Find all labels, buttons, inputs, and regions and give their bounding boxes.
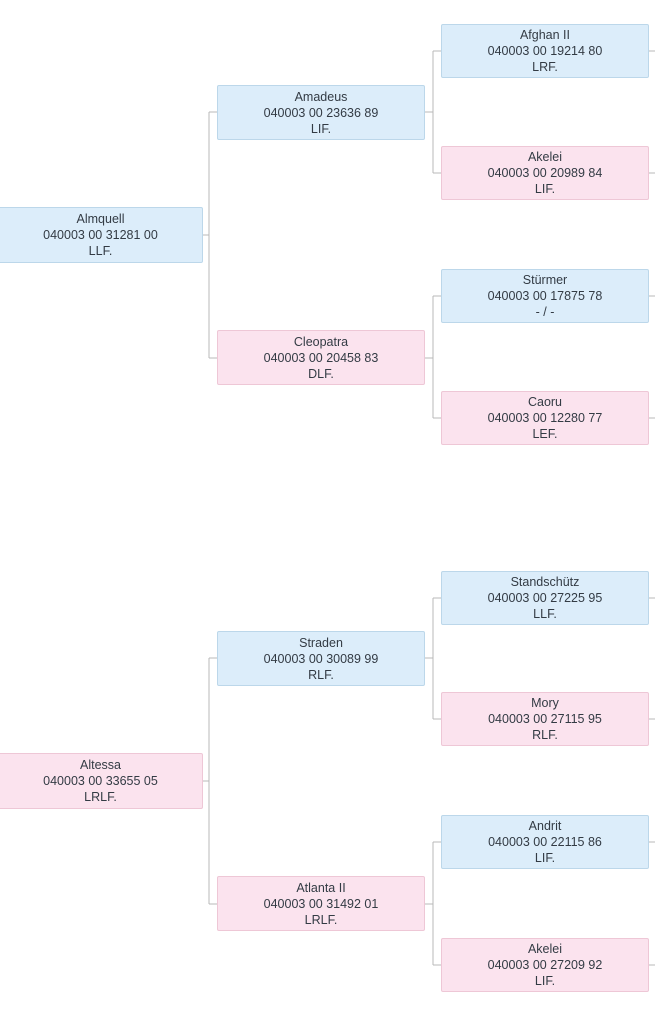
animal-id: 040003 00 20989 84: [487, 166, 603, 180]
grandsire-node[interactable]: Stürmer 040003 00 17875 78 - / -: [441, 269, 649, 323]
animal-id: 040003 00 30089 99: [263, 651, 379, 666]
animal-code: LRLF.: [84, 790, 117, 804]
sire-node[interactable]: Amadeus 040003 00 23636 89 LIF.: [217, 85, 425, 140]
animal-name: Altessa: [80, 758, 121, 772]
subject-node[interactable]: Almquell 040003 00 31281 00 LLF.: [0, 207, 203, 263]
animal-code: - / -: [535, 305, 555, 319]
granddam-node[interactable]: Caoru 040003 00 12280 77 LEF.: [441, 391, 649, 445]
sire-node[interactable]: Straden 040003 00 30089 99 RLF.: [217, 631, 425, 686]
animal-id: 040003 00 31492 01: [263, 896, 379, 911]
animal-code: RLF.: [532, 728, 558, 742]
animal-id: 040003 00 12280 77: [487, 411, 603, 425]
animal-name: Standschütz: [510, 575, 580, 589]
animal-code: LRF.: [532, 60, 558, 74]
connector: [203, 657, 217, 905]
animal-code: LEF.: [532, 427, 558, 441]
animal-id: 040003 00 17875 78: [487, 289, 603, 303]
animal-id: 040003 00 27225 95: [487, 591, 603, 605]
animal-name: Afghan II: [519, 28, 571, 42]
connector: [425, 50, 441, 174]
animal-id: 040003 00 27209 92: [487, 958, 603, 972]
grandsire-node[interactable]: Standschütz 040003 00 27225 95 LLF.: [441, 571, 649, 625]
animal-name: Mory: [531, 696, 559, 710]
animal-code: LIF.: [310, 121, 332, 136]
grandsire-node[interactable]: Afghan II 040003 00 19214 80 LRF.: [441, 24, 649, 78]
dam-node[interactable]: Atlanta II 040003 00 31492 01 LRLF.: [217, 876, 425, 931]
animal-name: Akelei: [527, 150, 563, 164]
animal-id: 040003 00 22115 86: [488, 835, 602, 849]
animal-code: LIF.: [534, 974, 556, 988]
animal-id: 040003 00 27115 95: [488, 712, 602, 726]
animal-name: Almquell: [76, 212, 125, 226]
connector: [425, 295, 441, 419]
animal-name: Akelei: [527, 942, 563, 956]
animal-name: Andrit: [528, 819, 562, 833]
animal-code: LLF.: [88, 244, 113, 258]
animal-code: LLF.: [533, 607, 557, 621]
animal-id: 040003 00 31281 00: [43, 228, 158, 242]
granddam-node[interactable]: Akelei 040003 00 20989 84 LIF.: [441, 146, 649, 200]
connector: [425, 597, 441, 720]
animal-code: RLF.: [308, 667, 334, 682]
animal-id: 040003 00 20458 83: [263, 350, 379, 365]
animal-code: LRLF.: [304, 912, 338, 927]
connector: [649, 597, 655, 966]
connector: [203, 111, 217, 359]
animal-code: DLF.: [308, 366, 334, 381]
animal-name: Cleopatra: [293, 334, 349, 349]
animal-name: Atlanta II: [296, 880, 346, 895]
animal-name: Stürmer: [522, 273, 568, 287]
granddam-node[interactable]: Mory 040003 00 27115 95 RLF.: [441, 692, 649, 746]
connector: [649, 50, 655, 419]
animal-name: Caoru: [527, 395, 563, 409]
subject-node[interactable]: Altessa 040003 00 33655 05 LRLF.: [0, 753, 203, 809]
animal-name: Straden: [299, 635, 343, 650]
dam-node[interactable]: Cleopatra 040003 00 20458 83 DLF.: [217, 330, 425, 385]
grandsire-node[interactable]: Andrit 040003 00 22115 86 LIF.: [441, 815, 649, 869]
animal-name: Amadeus: [294, 89, 348, 104]
animal-id: 040003 00 23636 89: [263, 105, 379, 120]
connector: [425, 841, 441, 966]
animal-id: 040003 00 33655 05: [43, 774, 158, 788]
animal-id: 040003 00 19214 80: [487, 44, 603, 58]
animal-code: LIF.: [534, 182, 556, 196]
granddam-node[interactable]: Akelei 040003 00 27209 92 LIF.: [441, 938, 649, 992]
animal-code: LIF.: [534, 851, 556, 865]
